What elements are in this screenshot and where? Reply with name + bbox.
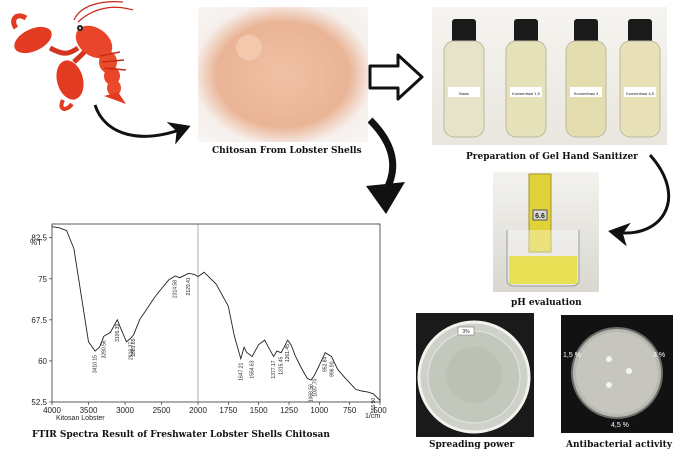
peak-label: 3105.39 xyxy=(115,324,121,342)
bottle-4 xyxy=(619,19,661,138)
peak-label: 1377.17 xyxy=(271,360,277,378)
petri-label-left: 1,5 % xyxy=(563,352,581,359)
x-tick-label: 3500 xyxy=(80,406,98,415)
bottle-2 xyxy=(505,19,547,138)
peak-label: 2314.58 xyxy=(173,280,179,298)
x-tick-label: 750 xyxy=(343,406,357,415)
plot-area-frame xyxy=(51,223,381,403)
x-tick-label: 2500 xyxy=(153,406,171,415)
y-tick-label: 52.5 xyxy=(31,398,47,407)
bottle-label-4: Konsentrasi 4,5 xyxy=(626,91,655,96)
lobster-illustration xyxy=(11,1,134,111)
peak-label: 1554.63 xyxy=(250,360,256,378)
x-axis-unit: 1/cm xyxy=(365,413,380,420)
peak-label: 896.90 xyxy=(330,361,336,377)
caption-ph: pH evaluation xyxy=(511,298,582,308)
y-axis-label: %T xyxy=(30,238,42,247)
peak-label: 3290.56 xyxy=(101,340,107,358)
arrow-lobster-to-chitosan xyxy=(93,104,191,145)
peak-label: 1647.21 xyxy=(238,362,244,380)
peak-label: 2881.65 xyxy=(131,338,137,356)
y-tick-label: 75 xyxy=(38,275,47,284)
antibacterial-photo: 1,5 % 3 % 4,5 % xyxy=(561,315,673,433)
peak-label: 952.84 xyxy=(323,356,329,372)
peak-label: 1315.45 xyxy=(279,356,285,374)
bottle-1 xyxy=(443,19,485,138)
x-tick-label: 1750 xyxy=(219,406,237,415)
x-axis-label: Kitosan Lobster xyxy=(56,415,105,422)
spectrum-line xyxy=(51,226,381,401)
caption-ftir: FTIR Spectra Result of Freshwater Lobste… xyxy=(32,430,330,440)
y-tick-label: 60 xyxy=(38,357,47,366)
caption-spreading: Spreading power xyxy=(429,440,515,450)
caption-antibacterial: Antibacterial activity xyxy=(566,440,673,450)
ftir-chart: 4000 3500 3000 2500 2000 1750 1500 1250 1000 750 5… xyxy=(30,223,387,422)
chitosan-powder-photo xyxy=(198,7,368,142)
arrow-gel-to-ph xyxy=(608,154,671,247)
bottle-3 xyxy=(565,19,607,138)
x-tick-label: 1500 xyxy=(250,406,268,415)
arrow-chitosan-to-gel xyxy=(368,53,424,101)
peak-label: 3410.15 xyxy=(93,355,99,373)
x-tick-label: 4000 xyxy=(43,406,61,415)
bottle-label-2: Konsentrasi 1,5 xyxy=(512,91,541,96)
caption-chitosan: Chitosan From Lobster Shells xyxy=(212,146,362,156)
peak-label: 1068.56 xyxy=(309,384,315,402)
x-tick-label: 1000 xyxy=(310,406,328,415)
arrow-chitosan-to-ftir xyxy=(367,117,397,194)
x-tick-label: 500 xyxy=(373,406,387,415)
x-tick-label: 3000 xyxy=(116,406,134,415)
caption-gel: Preparation of Gel Hand Sanitizer xyxy=(466,152,638,162)
arrow-chitosan-to-ftir-head xyxy=(366,182,405,214)
y-tick-label: 82.5 xyxy=(31,234,47,243)
x-tick-label: 1250 xyxy=(280,406,298,415)
bottle-label-1: Basis xyxy=(459,91,469,96)
bottle-label-3: Konsentrasi 3 xyxy=(574,91,599,96)
peak-label: 2129.41 xyxy=(186,277,192,295)
spreading-power-photo: 3% xyxy=(416,313,534,437)
petri-label-right: 3 % xyxy=(653,352,665,359)
spread-tag-label: 3% xyxy=(462,329,470,335)
peak-label: 2916.37 xyxy=(129,342,135,360)
ph-evaluation-photo: 6.6 xyxy=(493,172,599,292)
gel-bottles-photo: Basis Konsentrasi 1,5 Konsentrasi 3 Kons… xyxy=(432,7,667,145)
ph-meter-reading: 6.6 xyxy=(535,213,545,220)
peak-label: 1261.45 xyxy=(285,344,291,362)
petri-label-bottom: 4,5 % xyxy=(611,422,629,429)
y-tick-label: 67.5 xyxy=(31,316,47,325)
x-tick-label: 2000 xyxy=(189,406,207,415)
peak-label: 555.50 xyxy=(371,398,377,414)
peak-label: 1037.70 xyxy=(312,378,318,396)
